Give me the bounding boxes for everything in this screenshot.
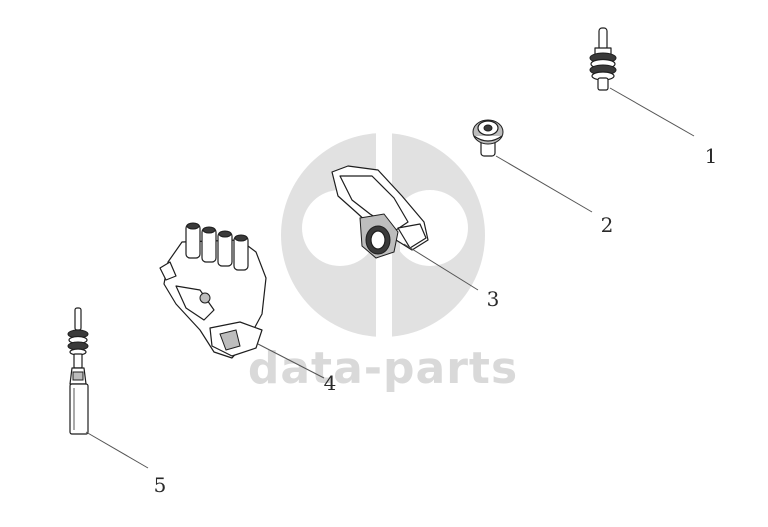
callout-5: 5 [154, 473, 167, 497]
watermark-brand-text: data-parts [248, 343, 518, 394]
part-3-connector-cover [331, 165, 429, 259]
callout-1: 1 [705, 144, 718, 168]
callout-3: 3 [487, 287, 500, 311]
part-2-seal-plug [472, 119, 504, 157]
callout-2: 2 [601, 213, 614, 237]
part-4-connector-housing [159, 222, 267, 359]
part-5-terminal-with-seal [67, 307, 89, 435]
callout-4: 4 [324, 371, 337, 395]
part-1-wire-seal-pin [589, 27, 617, 91]
